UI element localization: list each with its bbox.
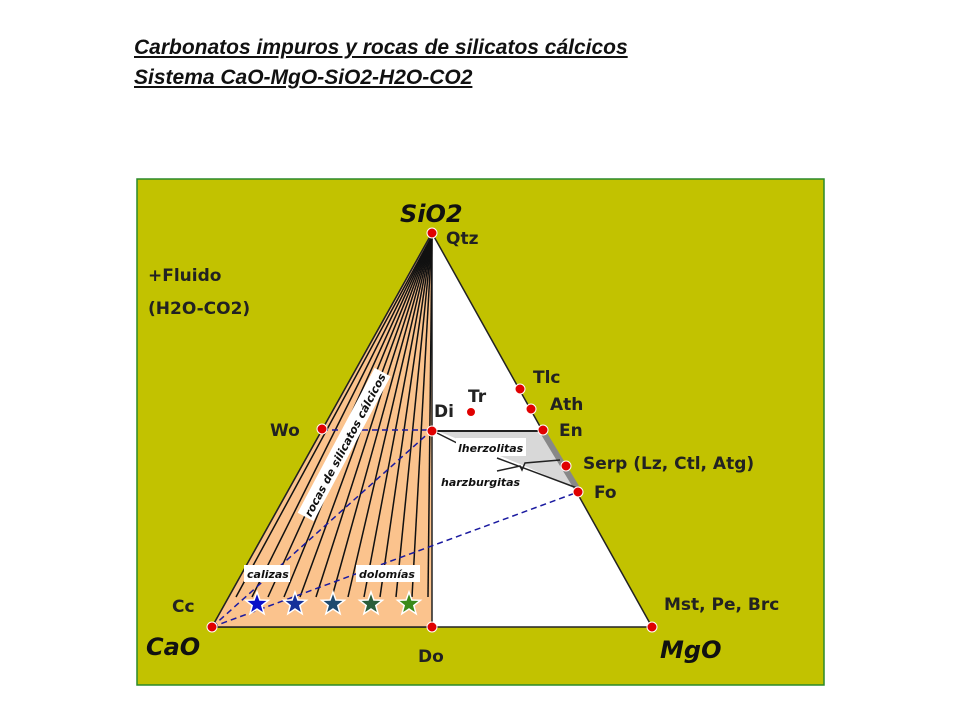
mineral-points: [206, 227, 658, 633]
star-icon: [281, 589, 309, 616]
sample-stars: [243, 589, 423, 616]
title-line-2: Sistema CaO-MgO-SiO2-H2O-CO2: [134, 66, 473, 89]
star-icon: [243, 589, 271, 616]
point-fo: [572, 486, 584, 498]
apex-cao: CaO: [146, 633, 200, 661]
tie-line: [331, 235, 433, 598]
label-qtz: Qtz: [446, 229, 479, 249]
peridotite-field: [440, 432, 578, 490]
star-icon: [319, 589, 347, 616]
point-tlc: [514, 383, 526, 395]
label-tr: Tr: [468, 387, 487, 407]
point-tr: [466, 407, 476, 417]
point-cc: [206, 621, 218, 633]
tie-line: [235, 235, 433, 598]
label-calizas: calizas: [247, 568, 289, 581]
title-line-1: Carbonatos impuros y rocas de silicatos …: [134, 36, 628, 59]
label-wo: Wo: [270, 421, 300, 441]
tie-line: [411, 235, 433, 598]
label-fo: Fo: [594, 483, 617, 503]
tie-line: [427, 235, 433, 598]
tie-line: [251, 235, 433, 598]
tie-line: [395, 235, 433, 598]
tie-line: [379, 235, 433, 598]
serpentine-band: [540, 430, 581, 492]
fluid-line-1: +Fluido: [148, 266, 221, 286]
tie-line: [363, 235, 433, 598]
point-mgo: [646, 621, 658, 633]
label-dolomias: dolomías: [359, 568, 415, 581]
point-wo: [316, 423, 328, 435]
label-mst: Mst, Pe, Brc: [664, 595, 779, 615]
fluid-line-2: (H2O-CO2): [148, 299, 250, 319]
point-qtz: [426, 227, 438, 239]
label-en: En: [559, 421, 583, 441]
label-tlc: Tlc: [533, 368, 561, 388]
apex-sio2: SiO2: [400, 200, 463, 228]
label-di: Di: [434, 402, 454, 422]
label-do: Do: [418, 647, 444, 667]
break-symbol: [496, 459, 561, 472]
apex-mgo: MgO: [660, 636, 721, 664]
label-lherzolitas: lherzolitas: [458, 442, 524, 455]
star-icon: [395, 589, 423, 616]
label-harzburgitas: harzburgitas: [441, 476, 521, 489]
tie-line: [315, 235, 433, 598]
point-ath: [525, 403, 537, 415]
point-di: [426, 425, 438, 437]
point-do: [426, 621, 438, 633]
point-serp: [560, 460, 572, 472]
lherz-pointer: [436, 432, 458, 444]
label-cc: Cc: [172, 597, 195, 617]
label-serp: Serp (Lz, Ctl, Atg): [583, 454, 754, 474]
dolomias-bg: [356, 565, 420, 582]
dashed-tielines: [211, 429, 579, 628]
label-ath: Ath: [550, 395, 583, 415]
harz-line: [496, 457, 578, 489]
star-icon: [357, 589, 385, 616]
point-en: [537, 424, 549, 436]
lherz-bg: [456, 438, 526, 456]
calizas-bg: [244, 565, 290, 582]
tie-line: [347, 235, 433, 598]
